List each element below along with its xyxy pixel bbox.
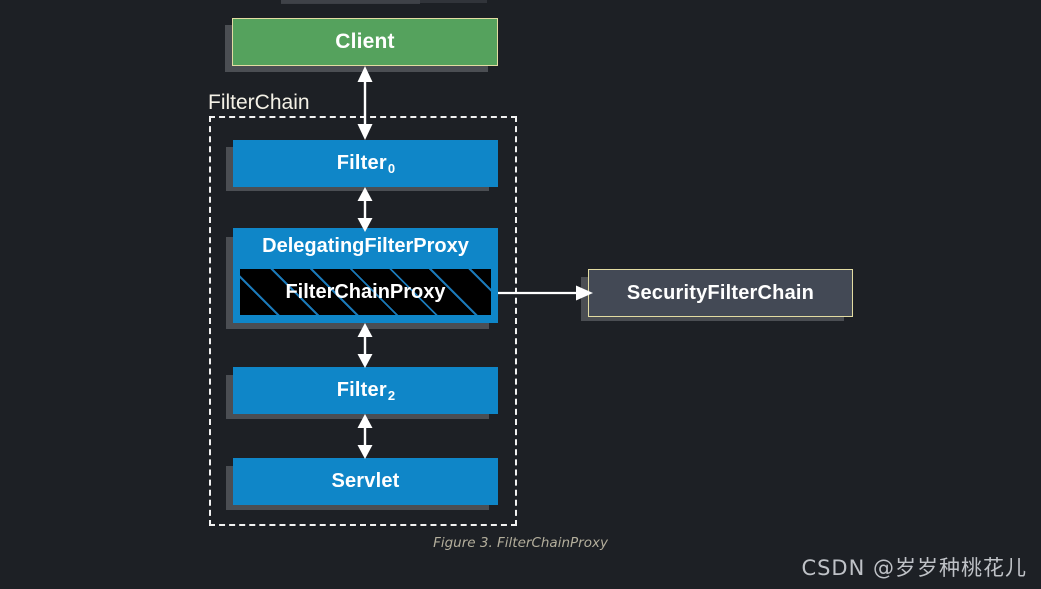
arrow-filter2-servlet — [357, 414, 373, 459]
filterchain-region-label: FilterChain — [208, 91, 310, 114]
arrow-filter0-delegatingfilterproxy — [357, 187, 373, 232]
arrow-client-filter0 — [357, 66, 373, 140]
node-filterchainproxy[interactable]: FilterChainProxy — [239, 268, 492, 316]
filter0-label: Filter — [336, 152, 387, 174]
client-label: Client — [335, 30, 395, 53]
filter2-label: Filter — [336, 379, 387, 401]
node-servlet[interactable]: Servlet — [233, 458, 498, 505]
arrow-delegatingfilterproxy-filter2 — [357, 323, 373, 368]
filterchain-region — [209, 116, 517, 526]
node-client[interactable]: Client — [232, 18, 498, 66]
securityfilterchain-label: SecurityFilterChain — [626, 281, 815, 304]
node-securityfilterchain[interactable]: SecurityFilterChain — [588, 269, 853, 317]
figure-caption: Figure 3. FilterChainProxy — [433, 535, 608, 551]
watermark-text: CSDN @岁岁种桃花儿 — [801, 556, 1027, 580]
clipped-figure-remnant — [281, 0, 420, 4]
servlet-label: Servlet — [331, 470, 400, 492]
filterchainproxy-hatch-pattern — [240, 269, 491, 315]
arrow-filterchainproxy-securityfilterchain — [498, 285, 593, 301]
delegatingfilterproxy-label: DelegatingFilterProxy — [262, 234, 469, 257]
filterchainproxy-label: FilterChainProxy — [285, 280, 446, 303]
